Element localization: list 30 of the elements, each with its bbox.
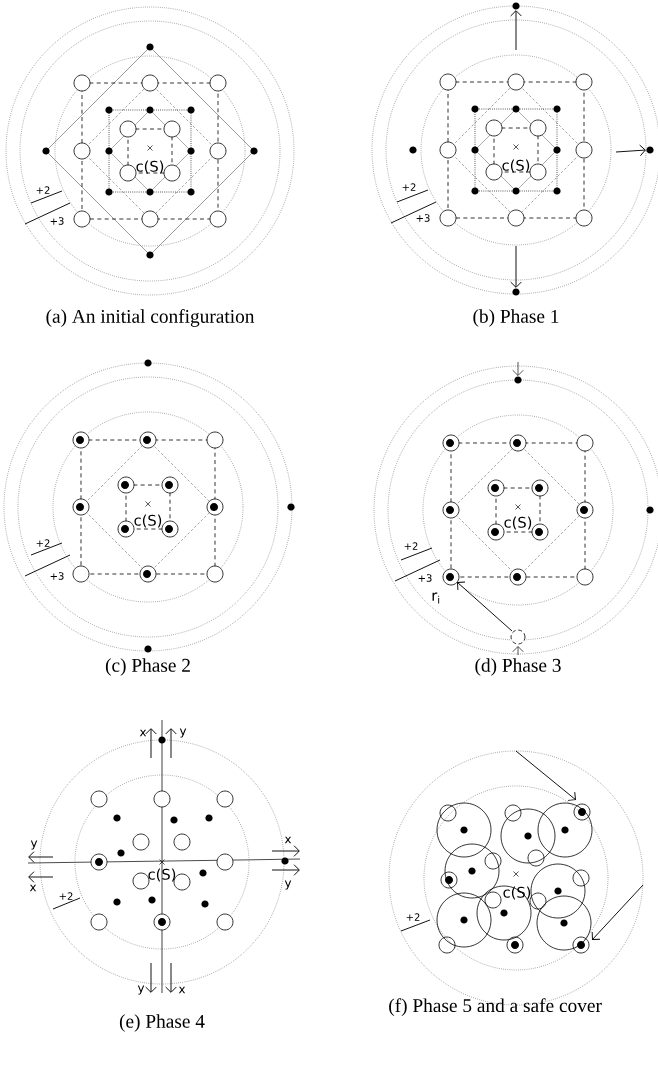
subfigure-caption: (b) Phase 1 [473,309,559,327]
subfigure-caption: (e) Phase 4 [119,1014,205,1032]
subfigure-caption: (c) Phase 2 [105,658,190,676]
dimension-label: +2 [406,913,420,921]
center-label: c(S) [148,868,176,882]
axis-label: x [29,884,37,892]
dimension-label: +3 [416,214,430,222]
axis-label: y [179,728,187,738]
axis-label: x [139,729,147,737]
axis-label: x [284,836,292,844]
subfigure-caption: (d) Phase 3 [475,658,561,676]
dimension-label: +2 [36,539,50,547]
center-label: c(S) [504,516,532,530]
axis-label: y [137,985,145,995]
center-label: c(S) [502,159,530,173]
center-label: c(S) [136,160,164,174]
dimension-label: +3 [50,217,64,225]
radius-label: r$_{i}$ [432,592,440,604]
dimension-label: +2 [36,186,50,194]
axis-label: y [284,880,292,890]
dimension-label: +2 [402,183,416,191]
subfigure-caption: (a) An initial configuration [46,309,255,327]
dimension-label: +2 [404,542,418,550]
axis-label: x [178,986,186,994]
dimension-label: +3 [418,574,432,582]
axis-label: y [30,840,38,850]
dimension-label: +2 [59,892,73,900]
subfigure-caption: (f) Phase 5 and a safe cover [389,998,602,1016]
dimension-label: +3 [50,572,64,580]
center-label: c(S) [134,514,162,528]
